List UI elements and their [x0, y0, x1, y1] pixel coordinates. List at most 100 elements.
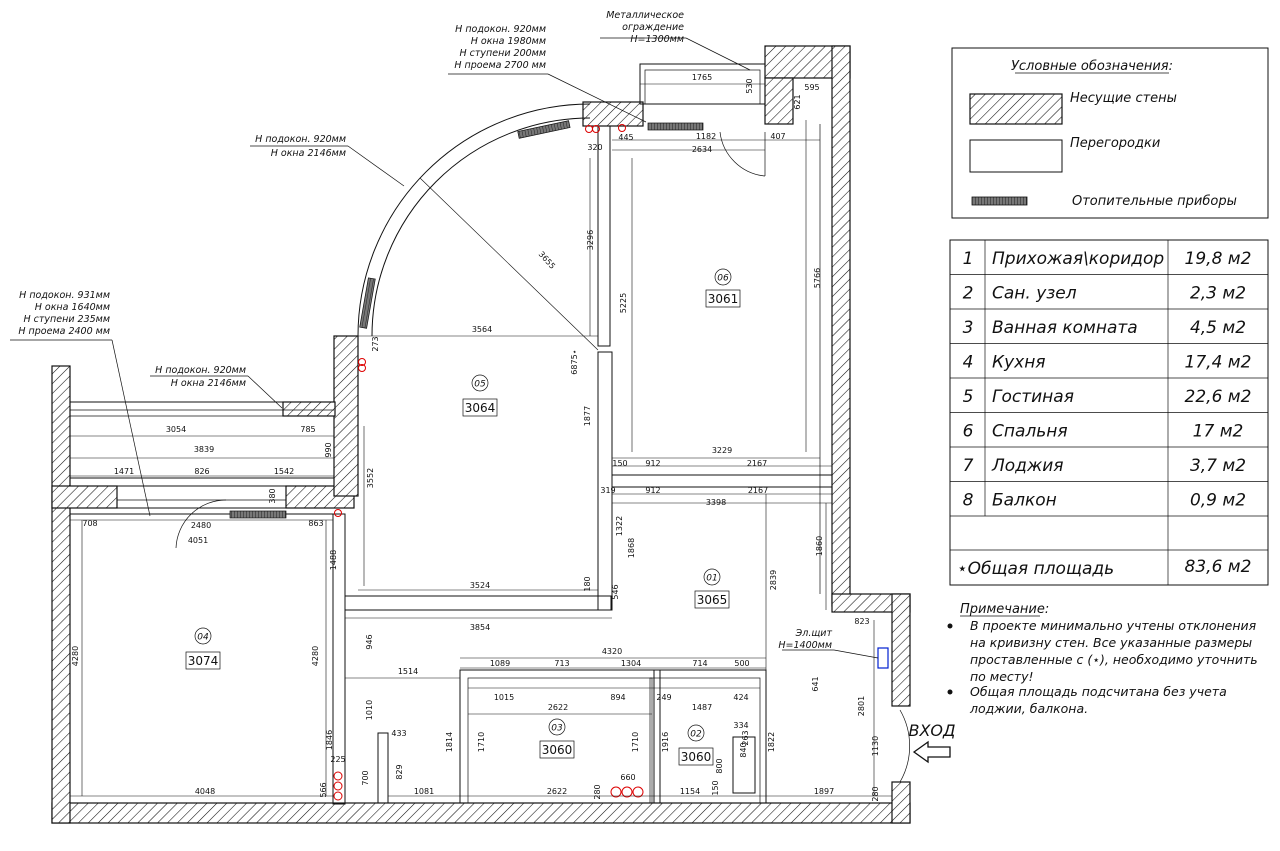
- railing-note-line-3: H=1300мм: [630, 34, 684, 45]
- room-area: 17,4 м2: [1185, 353, 1252, 373]
- dimension-label: 1542: [274, 467, 294, 476]
- room-number-circle: [703, 568, 721, 586]
- dimension-label: 714: [692, 659, 707, 668]
- dimension-label: 912: [645, 486, 660, 495]
- riser-marker: [592, 125, 600, 133]
- total-area-label: ⋆Общая площадь: [957, 559, 1114, 579]
- left-window-note-line-3: Н ступени 235мм: [24, 314, 110, 325]
- room-area: 3,7 м2: [1190, 456, 1246, 476]
- arc-window-note-line-2: Н окна 2146мм: [271, 148, 346, 159]
- room-number-tag: 04: [197, 633, 209, 643]
- room-code-box: [539, 740, 575, 759]
- room-name: Гостиная: [992, 387, 1074, 407]
- dimension-label: 1846: [325, 730, 334, 750]
- arc-window-note-line-1: Н подокон. 920мм: [255, 134, 346, 145]
- dimension-label: 4280: [71, 646, 80, 666]
- left-window-note-line-4: Н проема 2400 мм: [18, 326, 110, 337]
- dimension-label: 1015: [494, 693, 514, 702]
- room-code: 3060: [542, 743, 573, 757]
- room-area: 0,9 м2: [1190, 491, 1246, 511]
- room-name: Ванная комната: [992, 318, 1138, 338]
- legend-frame: [951, 47, 1269, 219]
- dimension-label: 3524: [470, 581, 490, 590]
- room-number-circle: [194, 627, 212, 645]
- room-name: Балкон: [992, 491, 1057, 511]
- leader-line: [247, 375, 283, 409]
- railing-note-line-1: Металлическое: [606, 10, 684, 21]
- dimension-label: 263: [741, 730, 750, 745]
- dimension-label: 3552: [366, 468, 375, 488]
- legend-partitions: Перегородки: [1070, 136, 1160, 151]
- leader-lines: [10, 37, 879, 659]
- dimension-label: 912: [645, 459, 660, 468]
- room-code-box: [678, 747, 714, 766]
- legend-title: Условные обозначения:: [1011, 59, 1173, 74]
- dimension-label: 334: [733, 721, 748, 730]
- partition-bathroom: [459, 669, 661, 804]
- room-code: 3061: [708, 292, 739, 306]
- railing-note-line-2: ограждение: [622, 22, 684, 33]
- room-number-tag: 03: [551, 724, 563, 734]
- balcony-inner: [644, 69, 761, 105]
- el-panel-note-line-1: Эл.щит: [795, 628, 833, 639]
- room-number-circle: [687, 724, 705, 742]
- dimension-label: 180: [583, 576, 592, 591]
- dimension-label: 641: [811, 676, 820, 691]
- dimension-label: 5766: [813, 268, 822, 288]
- entrance-arrow-icon: [912, 740, 951, 764]
- room-name: Сан. узел: [992, 284, 1077, 304]
- dimension-label: 1897: [814, 787, 834, 796]
- room-number: 5: [963, 387, 974, 407]
- wall-top-balcony-left: [582, 101, 644, 127]
- bearing-wall-swatch: [969, 93, 1063, 125]
- note-1-line-1: В проекте минимально учтены отклонения: [970, 618, 1257, 633]
- room-number-tag: 02: [690, 730, 702, 740]
- dimension-label: 1822: [767, 732, 776, 752]
- dimension-label: 1182: [696, 132, 716, 141]
- dimension-label: 150: [612, 459, 627, 468]
- riser-marker: [358, 358, 366, 366]
- room-number: 2: [963, 284, 974, 304]
- room-number: 4: [963, 353, 974, 373]
- wall-bottom: [51, 802, 911, 824]
- dimension-label: 4280: [311, 646, 320, 666]
- dimension-label: 3655: [537, 250, 557, 271]
- dimension-label: 3398: [706, 498, 726, 507]
- dimension-label: 829: [395, 764, 404, 779]
- dimension-label: 380: [268, 488, 277, 503]
- balcony-door-swing: [719, 131, 766, 177]
- room-number: 7: [963, 456, 974, 476]
- dimension-label: 3296: [586, 230, 595, 250]
- bay-window-arc-inner: [371, 117, 591, 337]
- heater-bedroom: [647, 122, 704, 131]
- top-window-note-line-3: Н ступени 200мм: [460, 48, 546, 59]
- dimension-label: 1304: [621, 659, 641, 668]
- wall-right-lower: [891, 593, 911, 707]
- room-name: Лоджия: [991, 456, 1064, 476]
- dimension-label: 4320: [602, 647, 622, 656]
- dimension-label: 445: [618, 133, 633, 142]
- dimension-label: 2839: [769, 570, 778, 590]
- dimension-lines: [70, 83, 892, 797]
- bay-window-arc-outer: [357, 103, 591, 337]
- dimension-label: 3839: [194, 445, 214, 454]
- dimension-label: 708: [82, 519, 97, 528]
- wc-fixture: [732, 736, 756, 794]
- room-code: 3074: [188, 654, 219, 668]
- dim-line: [419, 177, 599, 351]
- dimension-label: 1916: [661, 732, 670, 752]
- dimension-label: 894: [610, 693, 625, 702]
- dimension-label: 546: [611, 584, 620, 599]
- dimension-label: 566: [319, 782, 328, 797]
- room-code-box: [185, 651, 221, 670]
- leader-line: [547, 73, 647, 123]
- wall-left: [51, 365, 71, 824]
- legend-heaters: Отопительные приборы: [1072, 194, 1237, 209]
- room-code: 3064: [465, 401, 496, 415]
- entrance: ВХОД: [908, 721, 956, 764]
- partition-bedroom-left-upper: [597, 125, 611, 347]
- entrance-label: ВХОД: [908, 721, 955, 740]
- partition-kitchen-right: [332, 513, 346, 805]
- dimension-label: 1710: [631, 732, 640, 752]
- dimension-label: 1868: [627, 538, 636, 558]
